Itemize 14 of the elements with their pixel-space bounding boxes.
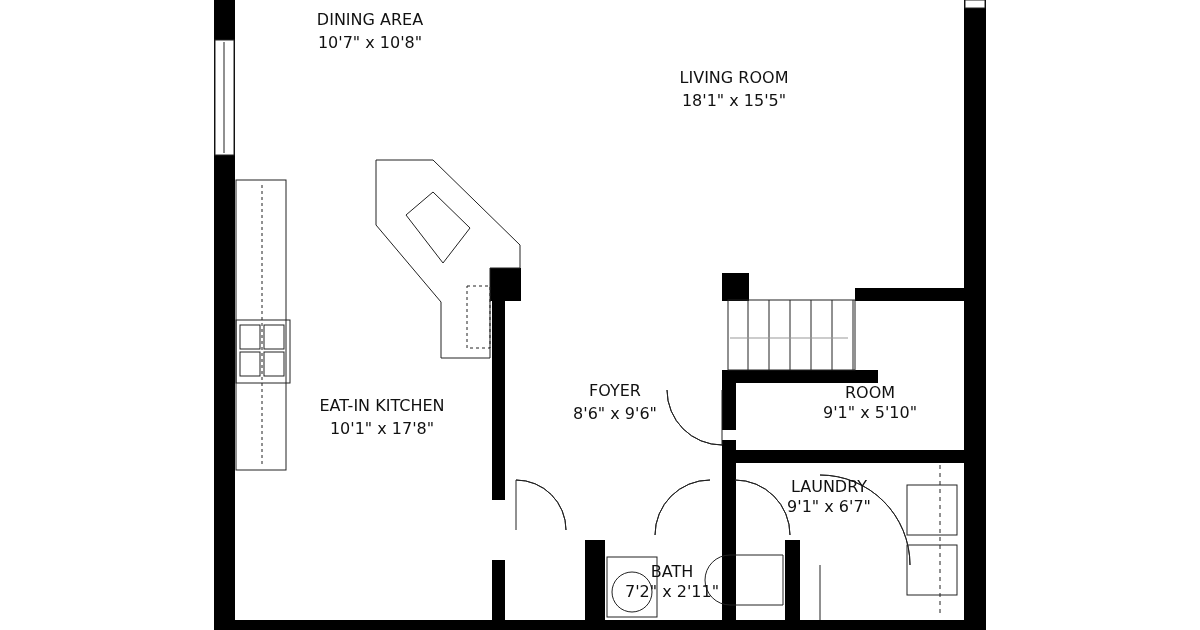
room-name: DINING AREA [316,10,424,30]
room-dimensions: 9'1" x 5'10" [822,403,918,423]
room-dimensions: 10'1" x 17'8" [329,419,435,439]
room-dimensions: 10'7" x 10'8" [317,33,423,53]
room-name: EAT-IN KITCHEN [319,396,445,416]
room-dimensions: 18'1" x 15'5" [681,91,787,111]
room-dimensions: 7'2" x 2'11" [624,582,720,602]
room-dimensions: 8'6" x 9'6" [573,404,657,424]
room-name: FOYER [589,381,641,401]
room-dimensions: 9'1" x 6'7" [787,497,871,517]
room-name: LIVING ROOM [679,68,789,88]
room-name: BATH [650,562,694,582]
room-name: LAUNDRY [790,477,868,497]
room-name: ROOM [844,383,896,403]
